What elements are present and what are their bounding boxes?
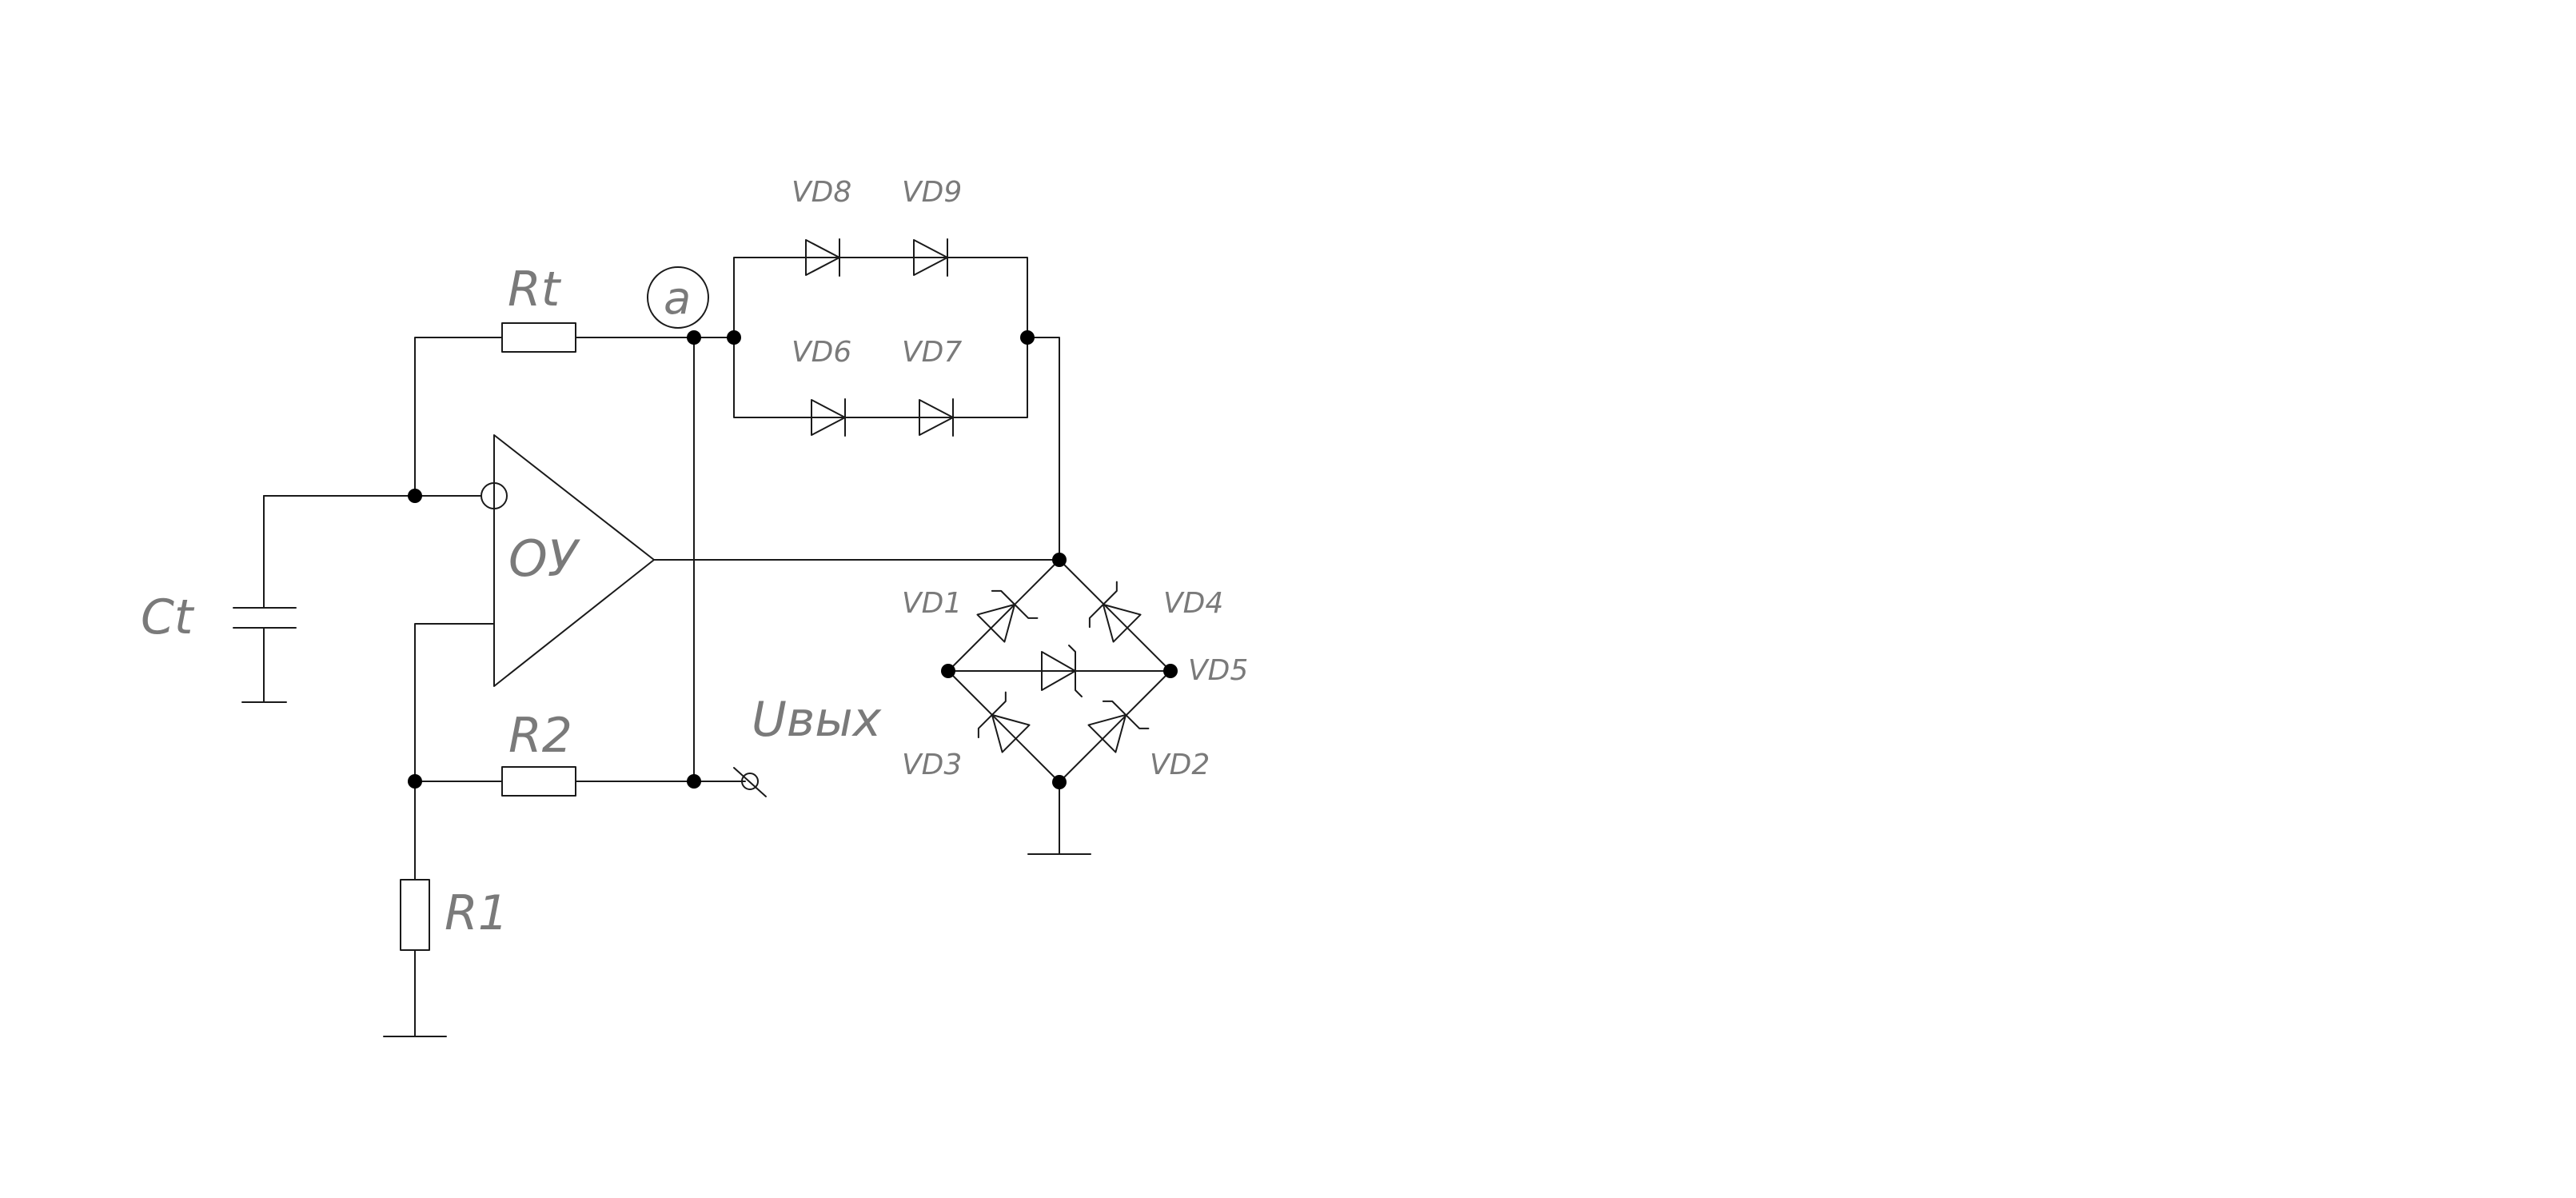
diode-vd9	[913, 238, 948, 277]
wire-diodes-to-bridge	[1027, 337, 1060, 561]
label-r2: R2	[508, 708, 572, 764]
opamp: ОУ	[481, 434, 655, 687]
diode-vd4-body	[1102, 603, 1142, 643]
label-vd4: VD4	[1163, 587, 1223, 620]
diode-vd6-body	[811, 399, 846, 436]
output-terminal	[733, 767, 767, 797]
junction-dot	[687, 774, 701, 789]
capacitor-ct	[233, 607, 297, 629]
wire-bridge-top-left	[947, 559, 1060, 672]
label-vd5: VD5	[1188, 654, 1248, 687]
node-a-marker	[647, 266, 709, 329]
label-vd2: VD2	[1150, 749, 1210, 781]
label-rt: Rt	[508, 262, 562, 317]
diode-vd1-bar	[991, 589, 1039, 619]
junction-dot	[1052, 553, 1067, 567]
junction-dot	[1020, 330, 1035, 345]
wire-bridge-bottom-right	[1059, 670, 1171, 783]
junction-dot	[687, 330, 701, 345]
wires	[263, 257, 1171, 1037]
diode-vd3-bar	[977, 691, 1007, 739]
junction-dot	[1163, 664, 1178, 678]
label-ct: Ct	[141, 589, 195, 645]
wire-noninv-input	[414, 623, 495, 782]
opamp-triangle	[493, 434, 655, 687]
diode-vd2-bar	[1102, 700, 1150, 729]
diode-vd2-body	[1087, 713, 1127, 753]
output-terminal-slash	[733, 767, 767, 797]
junction-dot	[1052, 775, 1067, 789]
label-vd9: VD9	[902, 176, 962, 209]
resistor-r2	[501, 766, 576, 797]
diode-vd3-body	[991, 713, 1031, 753]
resistor-rt	[501, 322, 576, 353]
diode-vd5	[1041, 645, 1083, 697]
wire-diode-lower-loop	[733, 337, 1028, 418]
wire-rt-left	[414, 337, 503, 494]
diode-vd9-body	[913, 239, 948, 276]
diode-vd7	[919, 398, 954, 437]
diode-vd1	[976, 589, 1039, 643]
diode-vd8	[805, 238, 840, 277]
resistor-r1	[400, 879, 430, 951]
diode-vd3	[977, 691, 1031, 753]
diode-vd5-body	[1041, 651, 1076, 691]
diode-vd4-bar	[1088, 581, 1118, 629]
label-uout: Uвых	[752, 692, 882, 748]
label-vd6: VD6	[792, 336, 851, 369]
label-vd1: VD1	[902, 587, 962, 620]
wire-diode-upper-loop	[733, 257, 1028, 338]
diode-vd1-body	[976, 603, 1016, 643]
junction-dots	[408, 330, 1178, 789]
diode-vd4	[1088, 581, 1142, 643]
wire-bridge-bottom-left	[947, 670, 1060, 783]
label-vd3: VD3	[902, 749, 962, 781]
wire-bridge-top-right	[1059, 559, 1171, 672]
output-terminal-circle	[741, 773, 759, 790]
label-vd8: VD8	[792, 176, 851, 209]
diode-vd8-body	[805, 239, 840, 276]
junction-dot	[408, 489, 422, 503]
opamp-label: ОУ	[508, 529, 581, 588]
diode-vd5-bar	[1068, 645, 1083, 697]
junction-dot	[408, 774, 422, 789]
node-a-label: a	[664, 273, 691, 325]
label-vd7: VD7	[902, 336, 962, 369]
opamp-inverting-circle	[481, 482, 508, 509]
diode-vd6	[811, 398, 846, 437]
junction-dot	[941, 664, 955, 678]
diode-vd7-body	[919, 399, 954, 436]
label-r1: R1	[445, 885, 508, 941]
diode-vd2	[1087, 700, 1150, 753]
junction-dot	[727, 330, 741, 345]
